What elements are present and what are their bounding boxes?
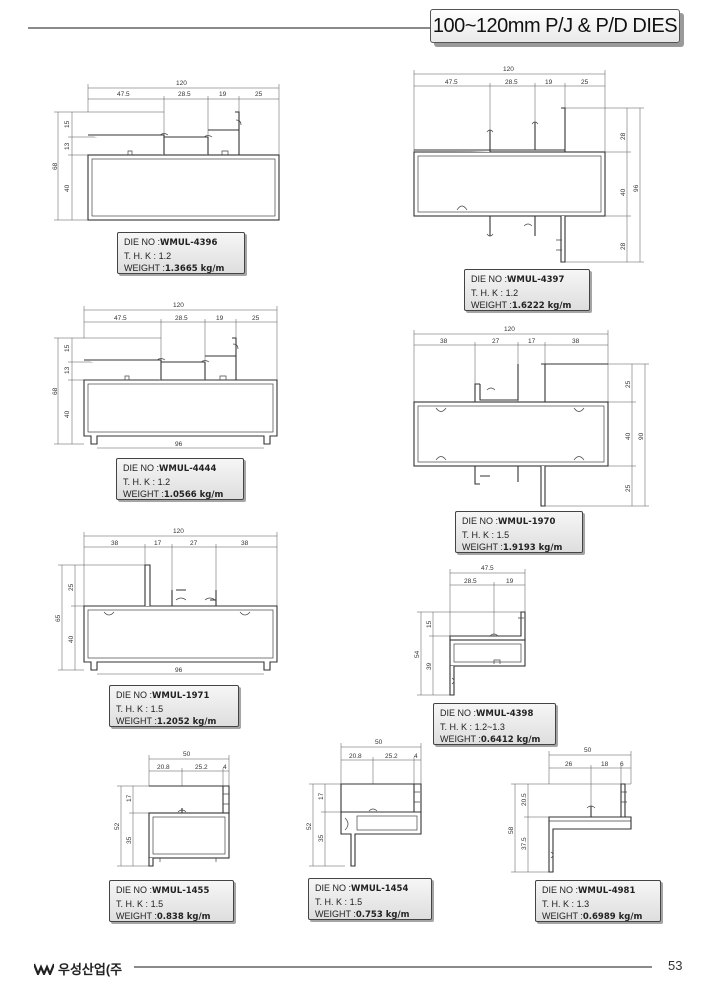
spec-box-wmul-1971: DIE NO :WMUL-1971 T. H. K : 1.5 WEIGHT :… bbox=[109, 685, 239, 727]
dim-4444-h2: 13 bbox=[64, 366, 71, 374]
dim-4396-h3: 40 bbox=[64, 184, 71, 192]
dim-1455-h: 52 bbox=[114, 822, 121, 830]
dim-4397-h3: 28 bbox=[620, 242, 627, 250]
dim-1455-h2: 35 bbox=[126, 836, 133, 844]
dim-1970-d: 38 bbox=[572, 338, 580, 345]
spec-box-wmul-4981: DIE NO :WMUL-4981 T. H. K : 1.3 WEIGHT :… bbox=[535, 880, 661, 922]
dim-4981-w: 50 bbox=[584, 747, 592, 754]
dim-4397-a: 47.5 bbox=[445, 79, 458, 86]
logo-icon bbox=[34, 963, 54, 975]
dim-1455-a: 20.8 bbox=[157, 764, 170, 771]
dim-1971-w: 120 bbox=[173, 528, 184, 535]
dim-4397-h: 96 bbox=[633, 184, 640, 192]
dim-4396-b: 28.5 bbox=[178, 91, 191, 98]
drawing-wmul-1455: 50 20.8 25.2 4 52 17 35 bbox=[114, 751, 230, 867]
dim-4397-h1: 28 bbox=[620, 132, 627, 140]
spec-box-wmul-1455: DIE NO :WMUL-1455 T. H. K : 1.5 WEIGHT :… bbox=[109, 880, 234, 922]
drawing-wmul-4398: 47.5 28.5 19 54 15 39 bbox=[414, 565, 526, 696]
drawing-wmul-4397: 120 47.5 28.5 19 25 28 40 28 96 bbox=[413, 66, 644, 263]
dim-4444-h: 68 bbox=[52, 387, 59, 395]
dim-1454-h: 52 bbox=[306, 822, 313, 830]
dim-1970-a: 38 bbox=[440, 338, 448, 345]
dim-1971-h2: 40 bbox=[68, 635, 75, 643]
dim-4396-a: 47.5 bbox=[117, 91, 130, 98]
header-rule bbox=[28, 27, 443, 29]
dim-1971-b: 17 bbox=[154, 540, 162, 547]
dim-1454-w: 50 bbox=[375, 739, 383, 746]
dim-1971-bw: 96 bbox=[175, 667, 183, 674]
dim-1970-h3: 25 bbox=[625, 484, 632, 492]
spec-box-wmul-1970: DIE NO :WMUL-1970 T. H. K : 1.5 WEIGHT :… bbox=[455, 511, 583, 553]
dim-4398-b: 19 bbox=[506, 578, 514, 585]
dim-4981-a: 26 bbox=[565, 761, 573, 768]
dim-4396-h2: 13 bbox=[64, 142, 71, 150]
dim-4398-a: 28.5 bbox=[464, 578, 477, 585]
dim-4444-b: 28.5 bbox=[175, 315, 188, 322]
spec-box-wmul-4444: DIE NO :WMUL-4444 T. H. K : 1.2 WEIGHT :… bbox=[116, 458, 244, 500]
dim-4981-c: 6 bbox=[620, 761, 624, 768]
drawing-wmul-1454: 50 20.8 25.2 4 52 17 35 bbox=[306, 739, 422, 867]
page-title: 100~120mm P/J & P/D DIES bbox=[430, 9, 680, 43]
dim-1454-c: 4 bbox=[414, 753, 418, 760]
dim-4396-h1: 15 bbox=[64, 120, 71, 128]
drawing-wmul-1971: 120 38 17 27 38 65 25 40 96 bbox=[55, 528, 278, 675]
dim-4397-d: 25 bbox=[581, 79, 589, 86]
dim-1971-a: 38 bbox=[111, 540, 119, 547]
dim-1970-h: 90 bbox=[638, 432, 645, 440]
dim-4981-h2: 37.5 bbox=[521, 837, 528, 850]
dim-4396-c: 19 bbox=[219, 91, 227, 98]
dim-1454-a: 20.8 bbox=[349, 753, 362, 760]
dim-1455-b: 25.2 bbox=[195, 764, 208, 771]
dim-4444-bw: 96 bbox=[175, 441, 183, 448]
dim-4981-h: 58 bbox=[508, 826, 515, 834]
dim-1970-b: 27 bbox=[492, 338, 500, 345]
dim-1970-w: 120 bbox=[504, 326, 515, 333]
dim-4397-c: 19 bbox=[545, 79, 553, 86]
spec-box-wmul-1454: DIE NO :WMUL-1454 T. H. K : 1.5 WEIGHT :… bbox=[308, 878, 432, 920]
drawing-wmul-4396: 120 47.5 28.5 19 25 68 15 13 40 bbox=[52, 80, 280, 221]
dim-1971-h1: 25 bbox=[68, 583, 75, 591]
dim-4981-h1: 20.5 bbox=[521, 793, 528, 806]
dim-4398-w: 47.5 bbox=[481, 565, 494, 572]
dim-4397-b: 28.5 bbox=[505, 79, 518, 86]
drawing-wmul-4981: 50 26 18 6 58 20.5 37.5 bbox=[508, 747, 632, 873]
dim-4444-w: 120 bbox=[173, 302, 184, 309]
dim-1454-b: 25.2 bbox=[385, 753, 398, 760]
dim-4444-c: 19 bbox=[216, 315, 224, 322]
dim-4981-b: 18 bbox=[601, 761, 609, 768]
company-name: 우성산업(주 bbox=[58, 962, 123, 977]
dim-1455-c: 4 bbox=[223, 764, 227, 771]
dim-4396-w: 120 bbox=[176, 80, 187, 87]
drawing-wmul-1970: 120 38 27 17 38 25 40 25 90 bbox=[413, 326, 649, 507]
dim-1455-h1: 17 bbox=[126, 794, 133, 802]
dim-1971-c: 27 bbox=[190, 540, 198, 547]
dim-1970-h2: 40 bbox=[625, 432, 632, 440]
footer-rule bbox=[134, 966, 652, 968]
dim-4397-w: 120 bbox=[503, 66, 514, 73]
dim-4397-h2: 40 bbox=[620, 188, 627, 196]
dim-4444-h3: 40 bbox=[64, 410, 71, 418]
dim-4398-h1: 15 bbox=[426, 620, 433, 628]
company-logo: 우성산업(주 bbox=[34, 959, 122, 978]
spec-box-wmul-4398: DIE NO :WMUL-4398 T. H. K : 1.2~1.3 WEIG… bbox=[433, 703, 556, 745]
dim-1454-h1: 17 bbox=[318, 792, 325, 800]
dim-4444-a: 47.5 bbox=[114, 315, 127, 322]
dim-1971-h: 65 bbox=[55, 614, 62, 622]
dim-1971-d: 38 bbox=[241, 540, 249, 547]
page-number: 53 bbox=[668, 958, 683, 973]
dim-1970-h1: 25 bbox=[625, 380, 632, 388]
dim-4398-h2: 39 bbox=[426, 662, 433, 670]
dim-4396-d: 25 bbox=[255, 91, 263, 98]
dim-1454-h2: 35 bbox=[318, 834, 325, 842]
spec-box-wmul-4397: DIE NO :WMUL-4397 T. H. K : 1.2 WEIGHT :… bbox=[464, 269, 590, 311]
dim-4398-h: 54 bbox=[414, 650, 421, 658]
dim-4444-d: 25 bbox=[252, 315, 260, 322]
dim-1970-c: 17 bbox=[528, 338, 536, 345]
dim-4396-h: 68 bbox=[52, 162, 59, 170]
spec-box-wmul-4396: DIE NO :WMUL-4396 T. H. K : 1.2 WEIGHT :… bbox=[117, 232, 245, 274]
drawing-wmul-4444: 120 47.5 28.5 19 25 68 15 13 40 96 bbox=[52, 302, 278, 449]
dim-1455-w: 50 bbox=[183, 751, 191, 758]
dim-4444-h1: 15 bbox=[64, 344, 71, 352]
